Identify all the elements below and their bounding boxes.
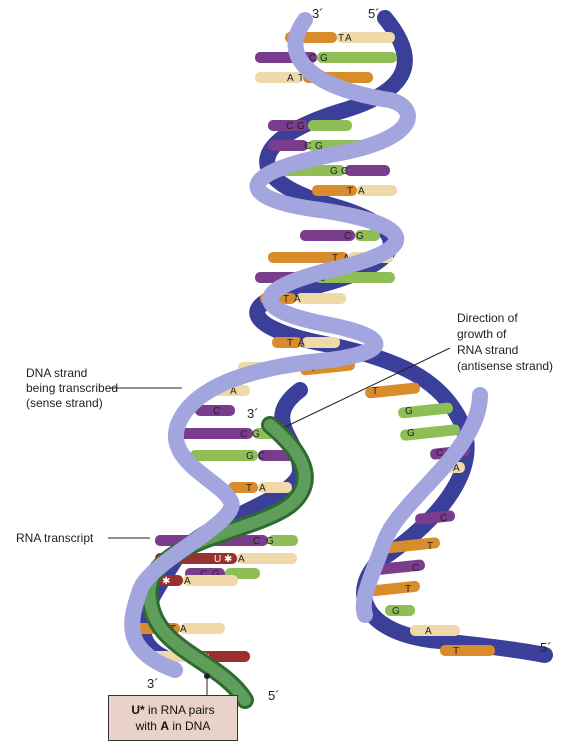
label-rna-direction: Direction of growth of RNA strand (antis…: [284, 311, 553, 428]
svg-text:RNA transcript: RNA transcript: [16, 531, 94, 545]
dna-front-strand: [124, 12, 488, 678]
end-label-rna-3prime: 3´: [247, 406, 259, 421]
base-label: A: [294, 294, 301, 305]
svg-text:A: A: [180, 624, 187, 635]
base-label: G: [356, 231, 364, 242]
svg-text:C: C: [240, 429, 247, 440]
svg-text:A: A: [184, 576, 191, 587]
svg-text:T: T: [427, 541, 433, 552]
svg-text:G: G: [246, 451, 254, 462]
svg-text:G: G: [252, 429, 260, 440]
svg-text:A: A: [230, 386, 237, 397]
svg-text:G: G: [405, 406, 413, 417]
svg-text:A: A: [453, 463, 460, 474]
svg-text:(antisense strand): (antisense strand): [457, 359, 553, 373]
svg-text:T: T: [453, 646, 459, 657]
label-dna-strand: DNA strand being transcribed (sense stra…: [26, 366, 182, 410]
svg-text:A: A: [259, 483, 266, 494]
svg-text:G: G: [392, 606, 400, 617]
note-box: U* in RNA pairs with A in DNA: [108, 695, 238, 741]
svg-text:T: T: [372, 386, 378, 397]
label-rna-transcript: RNA transcript: [16, 531, 150, 545]
end-label-right-5prime: 5´: [540, 640, 552, 655]
base-label: G: [297, 121, 305, 132]
base-label: T: [332, 253, 338, 264]
end-label-top-left: 3´: [312, 6, 324, 21]
base-label: T: [283, 294, 289, 305]
svg-text:C: C: [200, 569, 207, 580]
end-label-rna-5prime: 5´: [268, 688, 280, 703]
note-pointer-dot: [204, 673, 210, 679]
base-label: C: [304, 141, 311, 152]
svg-text:G: G: [407, 428, 415, 439]
svg-text:DNA strand: DNA strand: [26, 366, 87, 380]
svg-text:C: C: [412, 563, 419, 574]
svg-text:A: A: [238, 554, 245, 565]
svg-text:Direction of: Direction of: [457, 311, 518, 325]
svg-text:C: C: [213, 406, 220, 417]
base-label: C: [344, 231, 351, 242]
svg-text:T: T: [405, 584, 411, 595]
svg-text:C: C: [440, 513, 447, 524]
svg-text:C: C: [253, 536, 260, 547]
base-label: A: [345, 33, 352, 44]
svg-text:A: A: [425, 626, 432, 637]
svg-text:(sense strand): (sense strand): [26, 396, 103, 410]
base-label: T: [287, 338, 293, 349]
base-label: T: [347, 186, 353, 197]
end-label-top-right: 5´: [368, 6, 380, 21]
base-label: T: [298, 73, 304, 84]
svg-text:C: C: [258, 451, 265, 462]
base-label: G: [315, 141, 323, 152]
svg-text:G: G: [212, 569, 220, 580]
base-label: A: [298, 338, 305, 349]
base-label: T: [338, 33, 344, 44]
svg-text:U ✱: U ✱: [214, 554, 232, 565]
svg-text:U ✱: U ✱: [152, 576, 170, 587]
svg-text:G: G: [266, 536, 274, 547]
svg-text:T: T: [246, 483, 252, 494]
svg-text:C: C: [436, 448, 443, 459]
note-line-1: U* in RNA pairs: [131, 703, 215, 717]
base-label: C: [309, 53, 316, 64]
svg-text:RNA strand: RNA strand: [457, 343, 518, 357]
base-label: G: [320, 53, 328, 64]
base-label: G: [330, 166, 338, 177]
base-label: A: [287, 73, 294, 84]
svg-text:being transcribed: being transcribed: [26, 381, 118, 395]
base-label: C: [286, 121, 293, 132]
note-line-2: with A in DNA: [135, 719, 211, 733]
svg-text:growth of: growth of: [457, 327, 507, 341]
base-label: C: [341, 166, 348, 177]
base-label: A: [358, 186, 365, 197]
end-label-bottom-left: 3´: [147, 676, 159, 691]
